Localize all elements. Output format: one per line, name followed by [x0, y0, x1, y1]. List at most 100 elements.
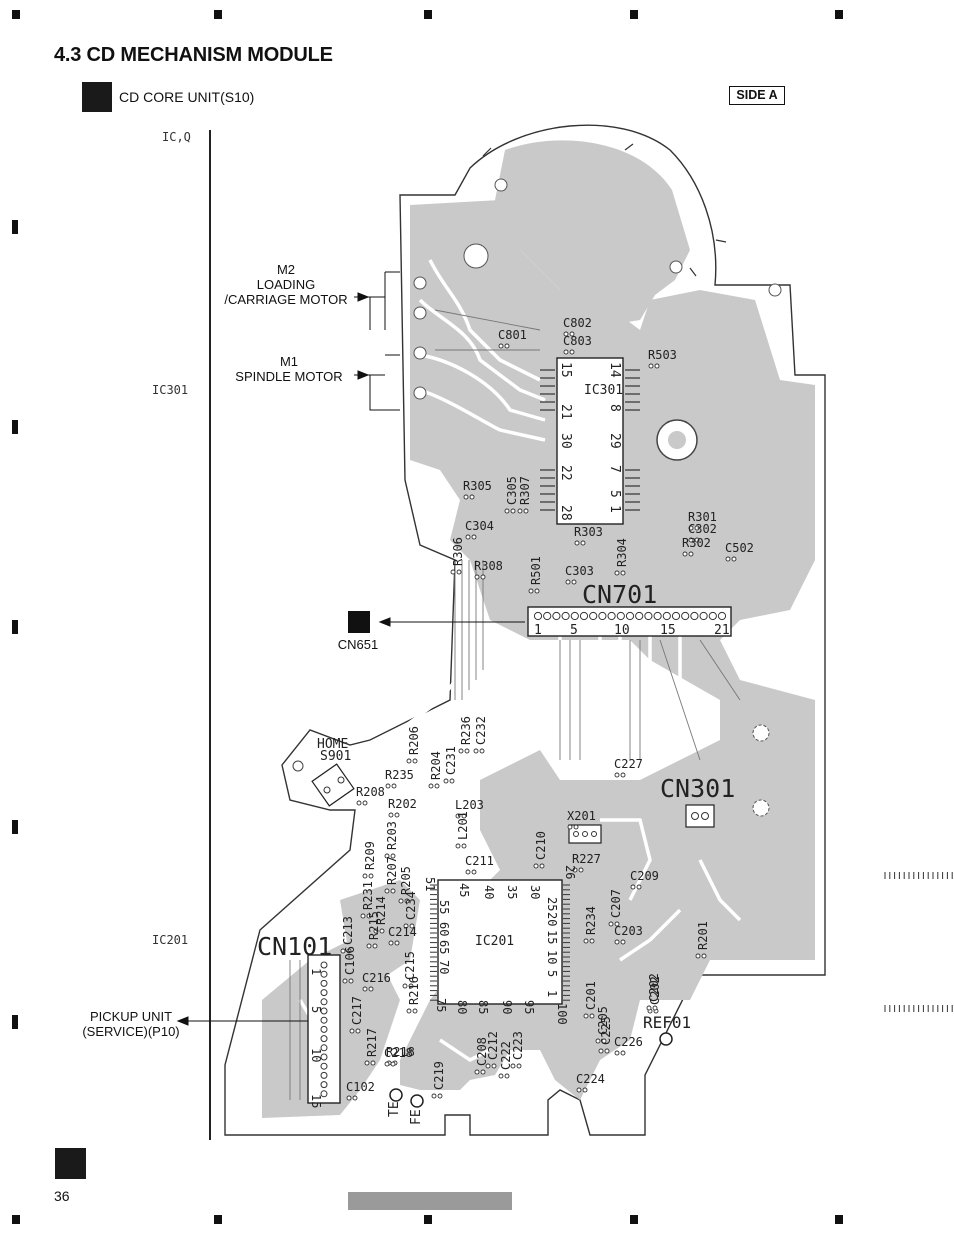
ic301-pin-number: 22	[558, 465, 573, 481]
component-pad	[539, 863, 545, 869]
ic201-pin-number: 26	[563, 865, 577, 879]
component-pad	[469, 494, 475, 500]
connector-pin	[320, 989, 328, 997]
component-pad	[563, 331, 569, 337]
mount-hole	[752, 724, 770, 742]
connector-pin	[635, 611, 644, 621]
component-label: C213	[341, 916, 355, 945]
component-label: R206	[407, 726, 421, 755]
connector-pin	[320, 998, 328, 1006]
component-label: C222	[499, 1041, 513, 1070]
component-pad	[474, 1069, 480, 1075]
ic201-pin-number: 10	[545, 950, 559, 964]
connector-pin	[607, 611, 616, 621]
component-pad	[569, 349, 575, 355]
connector-pin	[320, 979, 328, 987]
connector-pin	[320, 1025, 328, 1033]
component-label: C212	[486, 1031, 500, 1060]
component-pad	[471, 534, 477, 540]
component-pad	[582, 1087, 588, 1093]
edge-mark	[12, 220, 18, 234]
component-label: R306	[451, 537, 465, 566]
component-pad	[480, 574, 486, 580]
component-label: C232	[474, 716, 488, 745]
test-point-ref01	[659, 1032, 673, 1046]
component-pad	[412, 1008, 418, 1014]
component-label: R203	[385, 821, 399, 850]
cn701-label: CN701	[582, 580, 657, 609]
component-pad	[572, 867, 578, 873]
connector-pin	[320, 1053, 328, 1061]
component-label: C102	[346, 1080, 375, 1094]
component-pad	[601, 1038, 607, 1044]
ic201-pin-number: 1	[545, 990, 559, 997]
cn701-pin-number: 21	[714, 623, 730, 638]
component-label: C231	[444, 746, 458, 775]
component-pad	[688, 551, 694, 557]
component-pad	[614, 939, 620, 945]
connector-pin	[561, 611, 570, 621]
component-pad	[682, 551, 688, 557]
component-pad	[620, 939, 626, 945]
component-label: R227	[572, 852, 601, 866]
ic201-pin-number: 20	[545, 912, 559, 926]
component-label: C202	[647, 973, 661, 1002]
connector-pin	[552, 611, 561, 621]
component-pad	[394, 940, 400, 946]
component-pad	[479, 748, 485, 754]
page-number: 36	[54, 1188, 70, 1204]
component-pad	[504, 343, 510, 349]
component-label: C304	[465, 519, 494, 533]
component-pad	[589, 1013, 595, 1019]
component-pad	[390, 888, 396, 894]
component-pad	[654, 363, 660, 369]
ic201-pin-number: 80	[455, 1000, 469, 1014]
m2-desc1: LOADING	[256, 277, 316, 292]
m1-callout: M1 SPINDLE MOTOR	[226, 354, 352, 384]
component-pad	[701, 953, 707, 959]
connector-pin	[320, 1016, 328, 1024]
component-pad	[725, 556, 731, 562]
mount-hole	[463, 243, 489, 269]
component-pad	[498, 343, 504, 349]
ref-ic201: IC201	[152, 933, 189, 947]
connector-pin	[589, 611, 598, 621]
component-label: R201	[696, 921, 710, 950]
component-pad	[455, 813, 461, 819]
component-pad	[510, 508, 516, 514]
connector-pin	[717, 611, 727, 621]
pickup-callout: PICKUP UNIT (SERVICE)(P10)	[74, 1009, 188, 1039]
cn101-label: CN101	[257, 932, 332, 961]
component-pad	[498, 1073, 504, 1079]
component-label: R204	[429, 751, 443, 780]
component-label: R304	[615, 538, 629, 567]
component-pad	[370, 1060, 376, 1066]
connector-pin	[320, 1071, 328, 1079]
ic201-pin-number: 30	[528, 885, 542, 899]
component-pad	[372, 943, 378, 949]
component-label: L203	[455, 798, 484, 812]
ic201-pin-number: 45	[457, 883, 471, 897]
ic201-body	[437, 879, 563, 1005]
ic301-pin-number: 29	[607, 433, 622, 449]
component-label: C223	[511, 1031, 525, 1060]
component-pad	[346, 1095, 352, 1101]
registration-mark	[630, 10, 638, 19]
component-label: C202	[648, 976, 662, 1005]
ic201-pin-number: 60	[437, 922, 451, 936]
component-label: C215	[403, 951, 417, 980]
cn651-label: CN651	[337, 637, 379, 652]
connector-pin	[690, 611, 699, 621]
component-label: C208	[475, 1037, 489, 1066]
m1-label: M1	[279, 354, 299, 369]
connector-pin	[320, 1044, 328, 1052]
component-label: C234	[404, 891, 418, 920]
connector-pin	[320, 1081, 328, 1089]
component-pad	[533, 863, 539, 869]
unit-marker	[82, 82, 112, 112]
ic301-body	[556, 357, 624, 525]
component-pad	[384, 888, 390, 894]
component-label: R205	[399, 866, 413, 895]
component-label: C305	[505, 476, 519, 505]
ic201-pin-number: 65	[437, 940, 451, 954]
